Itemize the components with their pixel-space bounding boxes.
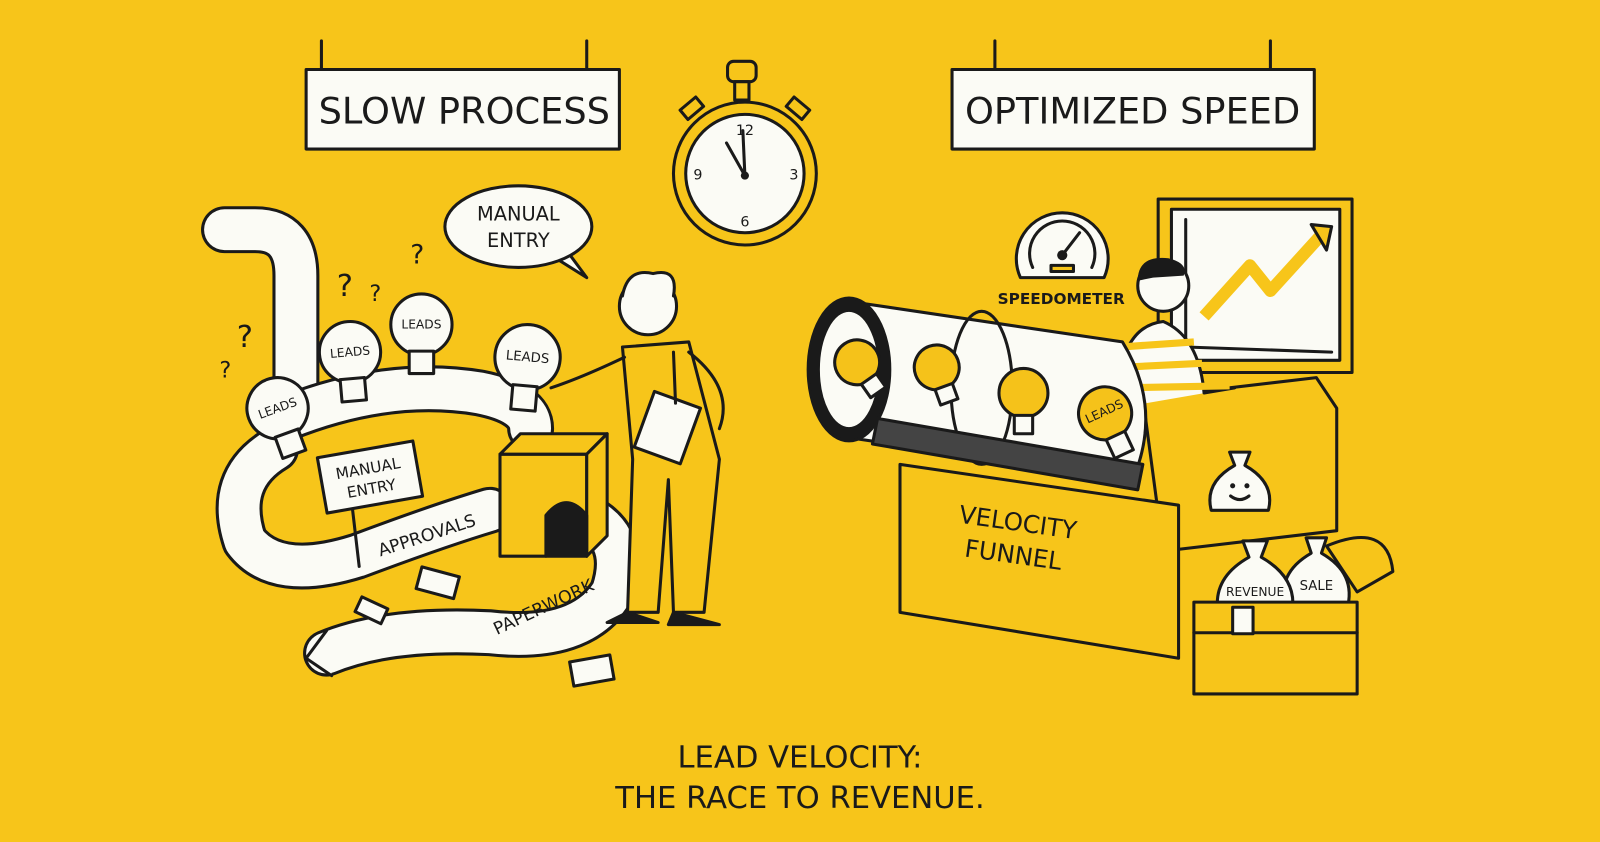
svg-text:3: 3	[789, 168, 798, 184]
smiling-money-bag	[1208, 450, 1272, 512]
manual-entry-speech-bubble: MANUAL ENTRY	[443, 184, 594, 280]
caption-line-1: LEAD VELOCITY:	[677, 740, 922, 775]
svg-text:SLOW PROCESS: SLOW PROCESS	[319, 90, 610, 133]
svg-text:LEADS: LEADS	[505, 348, 550, 367]
svg-text:LEADS: LEADS	[329, 343, 370, 360]
svg-text:SPEEDOMETER: SPEEDOMETER	[998, 290, 1125, 308]
manual-entry-sign: MANUAL ENTRY	[315, 439, 425, 568]
tangled-pipeline: APPROVALS PAPERWORK	[201, 206, 641, 688]
svg-text:12: 12	[736, 123, 754, 139]
svg-text:?: ?	[219, 358, 231, 384]
svg-text:OPTIMIZED SPEED: OPTIMIZED SPEED	[965, 90, 1300, 133]
svg-text:MANUAL: MANUAL	[477, 202, 560, 225]
speedometer-icon: SPEEDOMETER	[998, 211, 1125, 308]
svg-text:?: ?	[410, 239, 424, 270]
svg-text:SALE: SALE	[1300, 579, 1333, 594]
svg-text:9: 9	[693, 168, 702, 184]
lead-bulb	[912, 343, 961, 407]
lead-bulb: LEADS	[317, 319, 383, 404]
lead-bulb: LEADS	[389, 292, 454, 376]
svg-text:?: ?	[237, 320, 253, 355]
treasure-chest: SALE REVENUE	[1192, 450, 1395, 696]
lead-bulb: LEADS	[493, 323, 562, 413]
caption-line-2: THE RACE TO REVENUE.	[614, 781, 984, 816]
stopwatch-icon: 12 3 6 9	[671, 59, 818, 247]
lead-bulb: LEADS	[1077, 385, 1135, 460]
lead-bulb	[997, 366, 1050, 436]
happy-worker	[1115, 257, 1237, 410]
stressed-man	[549, 271, 725, 627]
velocity-conveyor: LEADS	[806, 296, 1148, 492]
question-marks: ? ? ? ? ?	[219, 239, 424, 383]
svg-text:REVENUE: REVENUE	[1226, 585, 1284, 599]
svg-text:LEADS: LEADS	[401, 318, 441, 332]
lead-bulb: LEADS	[245, 376, 310, 460]
svg-text:6: 6	[740, 215, 749, 231]
svg-text:?: ?	[369, 281, 381, 307]
svg-text:?: ?	[337, 269, 353, 304]
lead-bulb	[833, 338, 888, 400]
velocity-funnel-box: VELOCITY FUNNEL	[898, 462, 1181, 660]
slow-process-sign: SLOW PROCESS	[304, 39, 621, 151]
optimized-speed-sign: OPTIMIZED SPEED	[950, 39, 1316, 151]
svg-text:ENTRY: ENTRY	[487, 229, 550, 252]
